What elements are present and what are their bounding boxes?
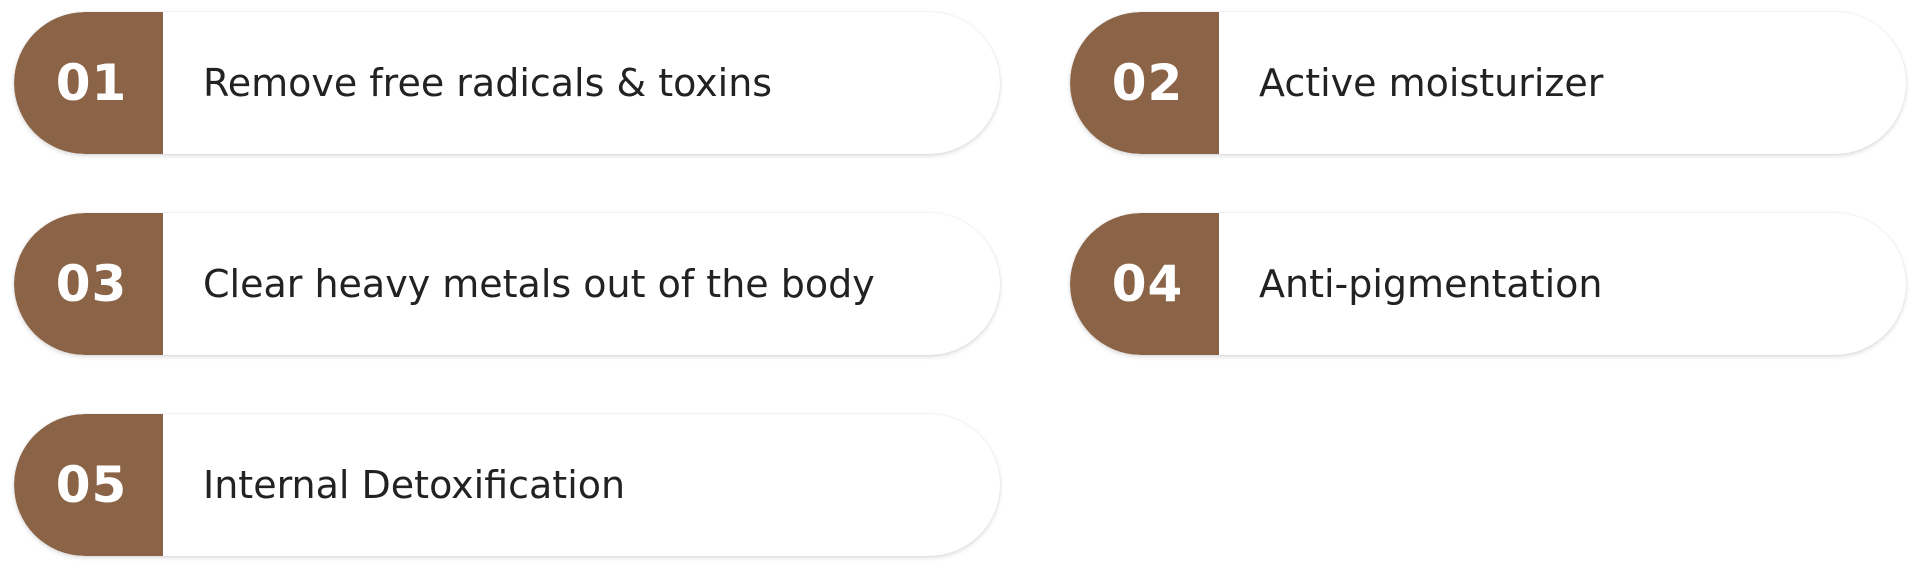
benefit-item: 05 Internal Detoxification (14, 414, 1000, 556)
benefits-list: 01 Remove free radicals & toxins 02 Acti… (14, 12, 1906, 556)
benefit-label: Internal Detoxification (203, 463, 626, 507)
benefit-number: 02 (1111, 54, 1184, 112)
benefit-label: Anti-pigmentation (1259, 262, 1603, 306)
number-badge: 03 (14, 213, 163, 355)
benefit-item: 03 Clear heavy metals out of the body (14, 213, 1000, 355)
benefit-item: 01 Remove free radicals & toxins (14, 12, 1000, 154)
number-badge: 01 (14, 12, 163, 154)
number-badge: 04 (1070, 213, 1219, 355)
number-badge: 02 (1070, 12, 1219, 154)
benefit-label: Active moisturizer (1259, 61, 1604, 105)
benefit-number: 05 (55, 456, 128, 514)
benefit-label: Clear heavy metals out of the body (203, 262, 875, 306)
benefit-item: 04 Anti-pigmentation (1070, 213, 1906, 355)
benefit-number: 01 (55, 54, 128, 112)
benefit-label: Remove free radicals & toxins (203, 61, 773, 105)
benefit-item: 02 Active moisturizer (1070, 12, 1906, 154)
benefit-number: 04 (1111, 255, 1184, 313)
number-badge: 05 (14, 414, 163, 556)
benefit-number: 03 (55, 255, 128, 313)
